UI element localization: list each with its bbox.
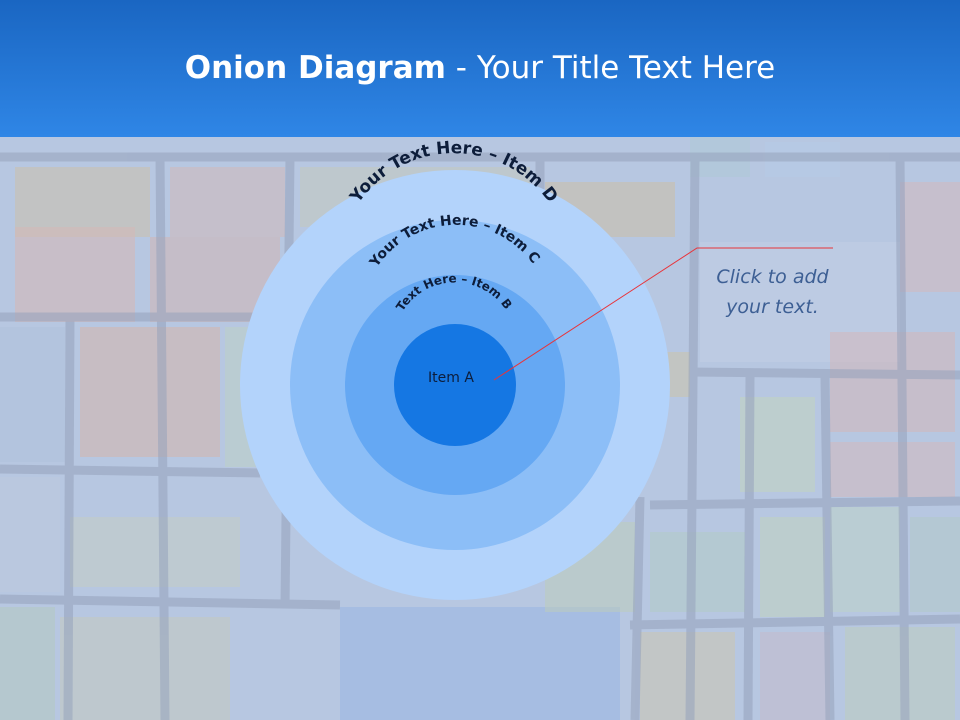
- title-bar: Onion Diagram - Your Title Text Here: [0, 0, 960, 137]
- onion-layer-a[interactable]: [394, 324, 516, 446]
- callout-line-1: Click to add: [716, 266, 829, 288]
- callout-text-box[interactable]: Click to add your text.: [690, 262, 855, 322]
- callout-line-2: your text.: [726, 296, 819, 318]
- layer-a-label: Item A: [428, 370, 474, 386]
- slide-title[interactable]: Onion Diagram - Your Title Text Here: [0, 48, 960, 88]
- title-rest-part: - Your Title Text Here: [445, 50, 776, 86]
- title-bold-part: Onion Diagram: [184, 50, 446, 86]
- callout-connector-line: [493, 247, 833, 381]
